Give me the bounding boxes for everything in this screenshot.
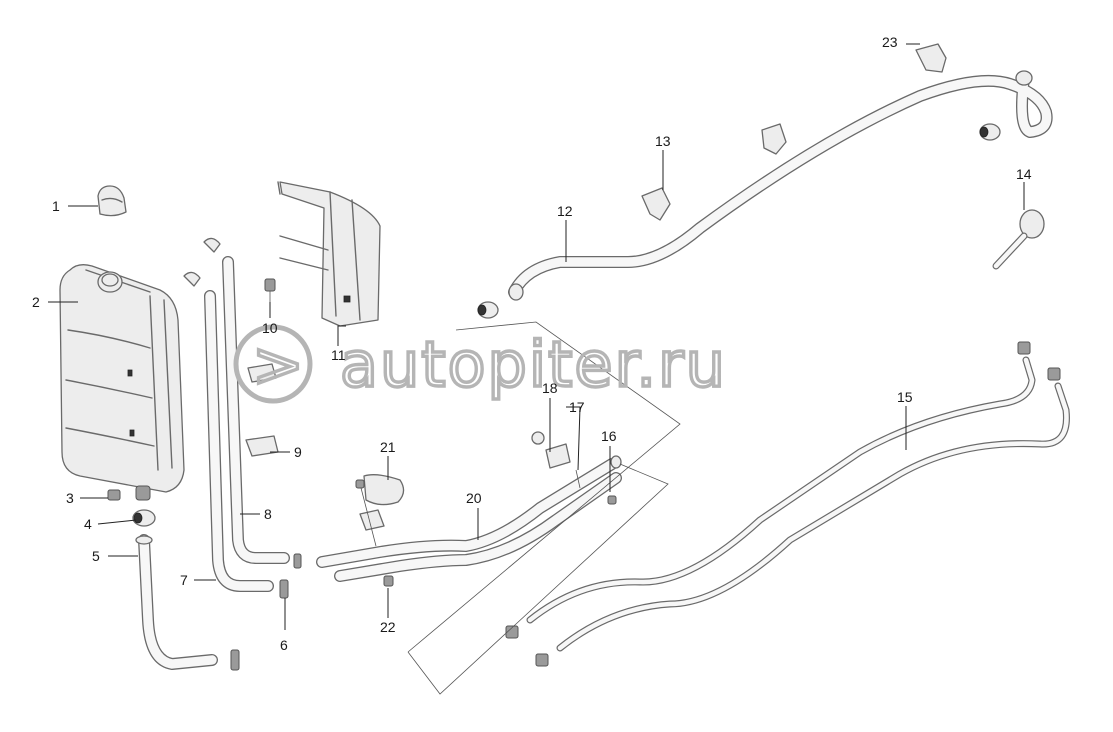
callout-15: 15 (897, 389, 913, 405)
cap-part (97, 185, 127, 217)
pipe-clamp-part (477, 123, 1001, 319)
bracket-23-part (915, 43, 947, 73)
callout-18: 18 (542, 380, 558, 396)
assembly-outline (407, 321, 681, 695)
callout-20: 20 (466, 490, 482, 506)
bolt-22-part (383, 575, 394, 587)
fitting-part (230, 553, 302, 671)
watermark-arrow: > (252, 328, 306, 401)
callout-14: 14 (1016, 166, 1032, 182)
tube-15-part (505, 341, 1070, 667)
bracket-18-part (531, 431, 617, 505)
hose-7-part (204, 290, 274, 592)
callout-16: 16 (601, 428, 617, 444)
tube-20-part (316, 455, 622, 582)
bracket-21-part (355, 474, 405, 547)
callout-13: 13 (655, 133, 671, 149)
callout-11: 11 (331, 347, 346, 363)
callout-12: 12 (557, 203, 573, 219)
leader-lines (48, 43, 1025, 630)
tank-cap-part (97, 271, 123, 293)
watermark-text: autopiter.ru (340, 328, 727, 401)
hose-part (135, 534, 218, 670)
callout-17: 17 (569, 399, 585, 415)
plug-part (107, 489, 121, 501)
callout-4: 4 (84, 516, 92, 532)
hose-8-part (222, 256, 290, 564)
callout-10: 10 (262, 320, 278, 336)
callout-9: 9 (294, 444, 302, 460)
expansion-tank-part (59, 264, 185, 501)
bracket-9-part (245, 363, 279, 457)
callout-1: 1 (52, 198, 60, 214)
bracket-13-part (641, 123, 787, 221)
hose-clamp-part (183, 237, 221, 287)
callout-6: 6 (280, 637, 288, 653)
callout-5: 5 (92, 548, 100, 564)
watermark: > autopiter.ru (233, 324, 727, 404)
callout-3: 3 (66, 490, 74, 506)
pipe-12-part (508, 70, 1053, 301)
clamp-part (132, 509, 156, 527)
bolt-part (264, 278, 276, 302)
mounting-bracket-part (277, 181, 381, 327)
callout-23: 23 (882, 34, 898, 50)
callout-7: 7 (180, 572, 188, 588)
callout-2: 2 (32, 294, 40, 310)
strap-clamp-part (992, 209, 1045, 270)
callout-21: 21 (380, 439, 396, 455)
callout-8: 8 (264, 506, 272, 522)
callout-22: 22 (380, 619, 396, 635)
callout-labels: 1 2 3 4 5 6 7 8 9 10 11 12 13 14 15 16 1… (32, 34, 1032, 653)
